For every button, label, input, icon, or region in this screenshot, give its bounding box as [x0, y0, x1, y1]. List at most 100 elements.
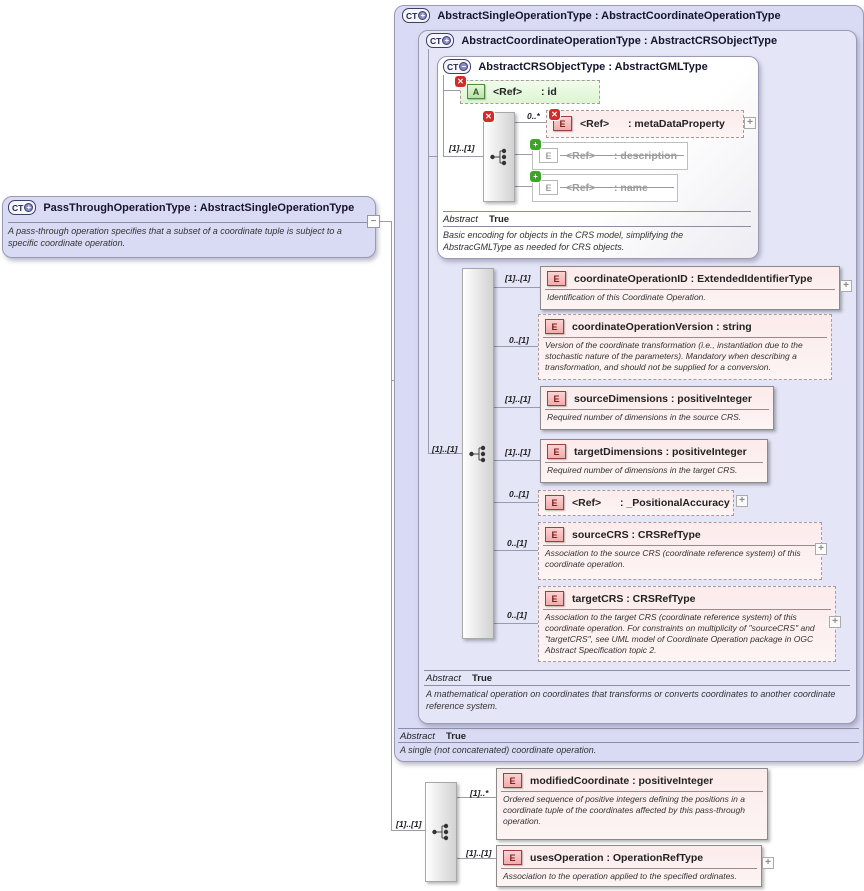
- attribute-icon-label: A: [472, 86, 480, 97]
- type-description: A pass-through operation specifies that …: [8, 226, 342, 248]
- element-description: Ordered sequence of positive integers de…: [503, 794, 745, 827]
- expand-button[interactable]: +: [762, 857, 774, 869]
- element-description: Association to the target CRS (coordinat…: [545, 612, 815, 656]
- divider: [424, 670, 850, 671]
- element-title: coordinateOperationVersion : string: [572, 320, 752, 333]
- connector-line: [492, 287, 541, 288]
- element-ref-name: <Ref>: [580, 117, 610, 130]
- connector-line: [380, 221, 392, 222]
- cardinality-label: 0..[1]: [509, 489, 529, 499]
- ct-label: CT: [12, 202, 24, 213]
- type-description: A mathematical operation on coordinates …: [426, 689, 836, 711]
- element-description: Association to the operation applied to …: [503, 871, 737, 881]
- connector-line: [443, 90, 461, 91]
- element-sourceDimensions[interactable]: E sourceDimensions : positiveInteger Req…: [540, 386, 774, 430]
- element-title: modifiedCoordinate : positiveInteger: [530, 774, 714, 787]
- abstract-label: Abstract: [443, 214, 478, 225]
- expand-button[interactable]: +: [736, 495, 748, 507]
- element-usesOperation[interactable]: E usesOperation : OperationRefType Assoc…: [496, 845, 762, 887]
- complex-type-icon[interactable]: CT+: [426, 33, 455, 48]
- connector-line: [428, 156, 438, 157]
- strike-line: [560, 155, 684, 156]
- element-description: Identification of this Coordinate Operat…: [547, 292, 706, 302]
- element-description: Version of the coordinate transformation…: [545, 340, 803, 373]
- cardinality-label: [1]..[1]: [505, 273, 531, 283]
- cardinality-label: [1]..*: [470, 788, 489, 798]
- override-add-icon: +: [530, 139, 541, 150]
- abstract-value: True: [472, 673, 493, 684]
- expand-button[interactable]: +: [744, 117, 756, 129]
- type-title: PassThroughOperationType : AbstractSingl…: [43, 201, 355, 214]
- attribute-icon: A: [467, 84, 485, 99]
- element-icon: E: [545, 591, 564, 606]
- element-coordinateOperationID[interactable]: E coordinateOperationID : ExtendedIdenti…: [540, 266, 840, 310]
- cardinality-label: [1]..[1]: [505, 447, 531, 457]
- element-name-overridden[interactable]: E <Ref> : name: [532, 174, 678, 202]
- element-title: sourceDimensions : positiveInteger: [574, 392, 752, 405]
- attribute-id[interactable]: A <Ref> : id: [460, 80, 600, 104]
- element-description-overridden[interactable]: E <Ref> : description: [532, 142, 688, 170]
- element-targetCRS[interactable]: E targetCRS : CRSRefType Association to …: [538, 586, 836, 662]
- abstract-label: Abstract: [400, 731, 435, 742]
- divider: [443, 211, 751, 212]
- type-header-abstract-coordinate-operation: CT+ AbstractCoordinateOperationType : Ab…: [426, 33, 777, 48]
- connector-line: [492, 502, 539, 503]
- element-icon: E: [547, 271, 566, 286]
- divider: [8, 222, 367, 223]
- element-sourceCRS[interactable]: E sourceCRS : CRSRefType Association to …: [538, 522, 822, 580]
- element-icon: E: [545, 527, 564, 542]
- expand-button[interactable]: +: [829, 616, 841, 628]
- expand-button[interactable]: +: [840, 280, 852, 292]
- prohibited-icon: ✕: [549, 109, 560, 120]
- connector-line: [443, 156, 484, 157]
- cardinality-label: 0..*: [527, 111, 540, 121]
- sequence-indicator[interactable]: [483, 112, 515, 202]
- element-icon-label: E: [551, 529, 558, 540]
- sequence-icon: [432, 823, 449, 841]
- element-icon: E: [503, 773, 522, 788]
- divider: [398, 728, 859, 729]
- connector-line: [428, 49, 429, 454]
- element-icon: E: [539, 148, 558, 163]
- divider: [545, 289, 835, 290]
- complex-type-icon[interactable]: CT+: [8, 200, 37, 215]
- divider: [545, 409, 769, 410]
- element-icon-label: E: [553, 273, 560, 284]
- sequence-indicator[interactable]: [425, 782, 457, 882]
- collapse-toggle-icon: −: [459, 62, 469, 71]
- type-header-pass-through-operation: CT+ PassThroughOperationType : AbstractS…: [8, 200, 354, 215]
- expand-toggle-icon: +: [24, 203, 34, 212]
- connector-line: [391, 380, 395, 381]
- element-coordinateOperationVersion[interactable]: E coordinateOperationVersion : string Ve…: [538, 314, 832, 380]
- expand-button[interactable]: +: [815, 543, 827, 555]
- type-title: AbstractCoordinateOperationType : Abstra…: [461, 34, 778, 47]
- cardinality-label: [1]..[1]: [432, 444, 458, 454]
- element-title: coordinateOperationID : ExtendedIdentifi…: [574, 272, 813, 285]
- element-icon: E: [545, 495, 564, 510]
- element-icon-label: E: [509, 852, 516, 863]
- element-metaDataProperty[interactable]: E <Ref> : metaDataProperty: [546, 110, 744, 138]
- expand-toggle-icon: +: [442, 36, 452, 45]
- divider: [443, 226, 751, 227]
- sequence-indicator[interactable]: [462, 268, 494, 639]
- element-modifiedCoordinate[interactable]: E modifiedCoordinate : positiveInteger O…: [496, 768, 768, 840]
- collapse-button[interactable]: −: [367, 215, 380, 228]
- expand-toggle-icon: +: [418, 11, 428, 20]
- cardinality-label: [1]..[1]: [505, 394, 531, 404]
- divider: [424, 685, 850, 686]
- type-header-abstract-crs-object: CT− AbstractCRSObjectType : AbstractGMLT…: [443, 59, 708, 74]
- element-targetDimensions[interactable]: E targetDimensions : positiveInteger Req…: [540, 439, 768, 483]
- element-icon: E: [547, 444, 566, 459]
- strike-line: [560, 187, 674, 188]
- divider: [398, 742, 859, 743]
- complex-type-icon[interactable]: CT−: [443, 59, 472, 74]
- element-icon: E: [547, 391, 566, 406]
- divider: [543, 609, 831, 610]
- complex-type-icon[interactable]: CT+: [402, 8, 431, 23]
- divider: [545, 462, 763, 463]
- element-icon: E: [539, 180, 558, 195]
- element-icon-label: E: [545, 182, 552, 193]
- element-positionalAccuracy[interactable]: E <Ref> : _PositionalAccuracy: [538, 490, 734, 516]
- element-title: usesOperation : OperationRefType: [530, 851, 704, 864]
